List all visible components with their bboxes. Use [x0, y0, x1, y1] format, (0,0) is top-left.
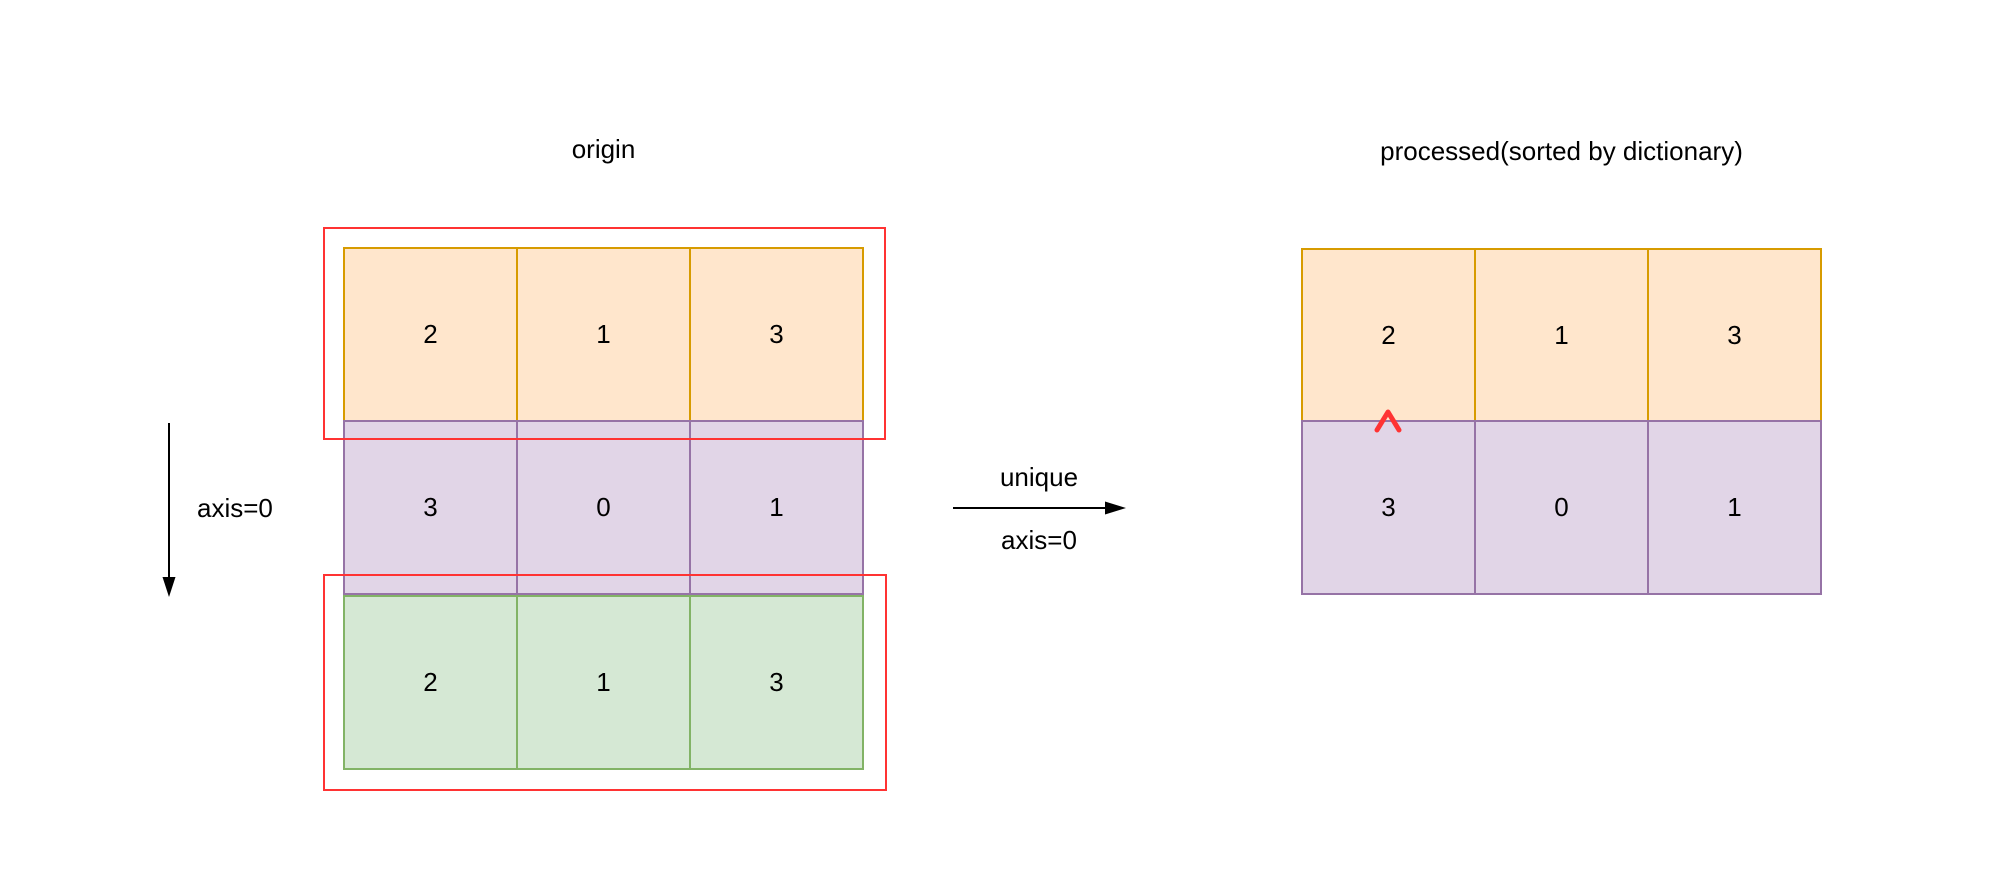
processed-row-1: 3 0 1	[1301, 420, 1822, 595]
right-matrix-title: processed(sorted by dictionary)	[1380, 136, 1743, 166]
origin-cell-r1c0: 3	[343, 420, 518, 595]
origin-cell-r2c0: 2	[343, 595, 518, 770]
unique-label: unique	[999, 462, 1079, 492]
origin-row-2: 2 1 3	[343, 595, 864, 770]
origin-cell-r0c0: 2	[343, 247, 518, 422]
left-matrix-title: origin	[571, 134, 636, 164]
origin-cell-r1c2: 1	[689, 420, 864, 595]
axis0-left-label: axis=0	[197, 493, 273, 523]
merge-caret-icon	[1374, 409, 1402, 433]
origin-row-1: 3 0 1	[343, 420, 864, 595]
origin-cell-r1c1: 0	[516, 420, 691, 595]
axis0-down-arrow-icon	[162, 423, 176, 597]
processed-row-0: 2 1 3	[1301, 248, 1822, 422]
origin-cell-r2c1: 1	[516, 595, 691, 770]
origin-cell-r0c1: 1	[516, 247, 691, 422]
processed-cell-r1c2: 1	[1647, 420, 1822, 595]
duplicate-highlight-rect-top	[323, 227, 886, 440]
processed-cell-r0c2: 3	[1647, 248, 1822, 422]
duplicate-highlight-rect-bottom	[323, 574, 887, 791]
origin-cell-r0c2: 3	[689, 247, 864, 422]
axis0-mid-label: axis=0	[1001, 525, 1077, 555]
processed-cell-r1c1: 0	[1474, 420, 1649, 595]
processed-cell-r1c0: 3	[1301, 420, 1476, 595]
unique-right-arrow-icon	[953, 501, 1126, 515]
origin-row-0: 2 1 3	[343, 247, 864, 422]
processed-cell-r0c1: 1	[1474, 248, 1649, 422]
origin-cell-r2c2: 3	[689, 595, 864, 770]
processed-cell-r0c0: 2	[1301, 248, 1476, 422]
